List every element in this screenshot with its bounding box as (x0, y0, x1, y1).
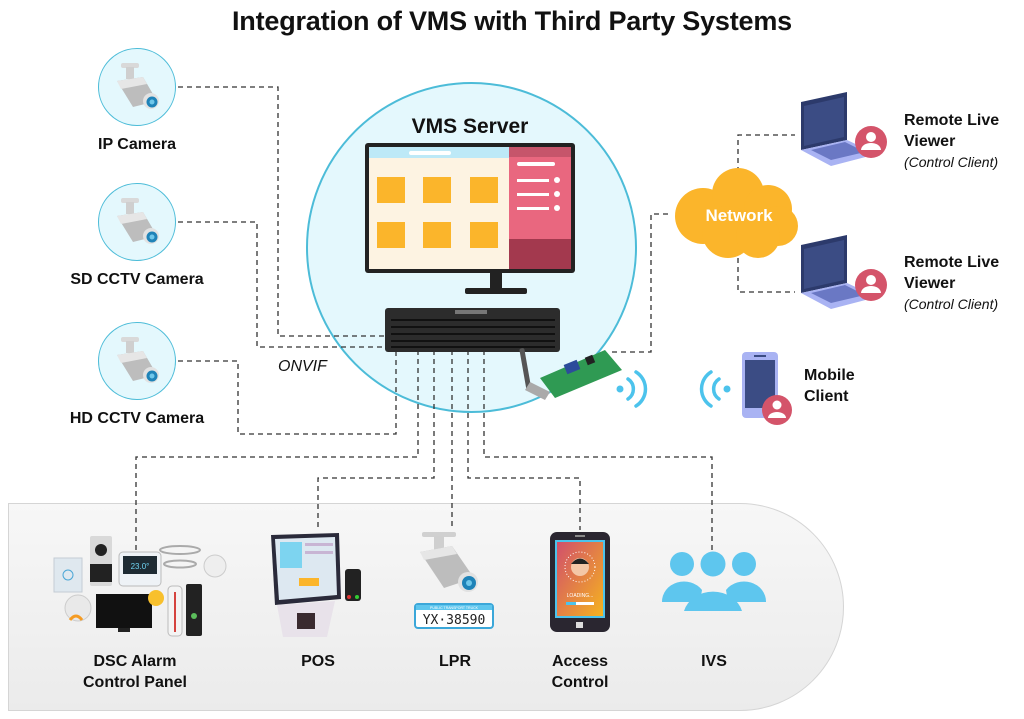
access-line1: Access (551, 653, 609, 670)
people-group-icon (661, 551, 767, 611)
mobile-client-line1: Mobile (804, 367, 855, 384)
line-sd-camera (178, 221, 390, 348)
monitor-icon (365, 143, 575, 294)
line-access (467, 350, 581, 530)
pos-label: POS (301, 653, 335, 670)
cctv-camera-icon (117, 63, 159, 109)
access-screen-text: LOADING... (567, 593, 594, 599)
hd-camera-label: HD CCTV Camera (69, 410, 205, 427)
client-1-line2: Viewer (904, 133, 956, 150)
smart-devices-icon: 23.0° (53, 536, 227, 637)
sd-camera-circle (98, 183, 176, 261)
lpr-camera-icon: PUBLIC TRANSPORT TRUCK YX·38590 (414, 532, 494, 629)
line-network-laptop2 (737, 240, 795, 293)
access-control-label: Access Control (530, 651, 630, 693)
mobile-client-line2: Client (804, 388, 849, 405)
thermostat-reading: 23.0° (131, 562, 150, 571)
line-ip-camera (178, 86, 390, 337)
dsc-line1: DSC Alarm (93, 653, 177, 670)
cctv-camera-icon (117, 337, 159, 383)
mobile-user-icon (742, 352, 792, 425)
client-2-sub: (Control Client) (904, 296, 999, 312)
face-recognition-phone-icon: LOADING... (550, 532, 610, 632)
cctv-camera-icon (117, 198, 159, 244)
client-2-label: Remote Live Viewer (Control Client) (904, 252, 1024, 315)
client-1-label: Remote Live Viewer (Control Client) (904, 110, 1024, 173)
nvr-box-icon (385, 308, 560, 352)
sd-camera-label: SD CCTV Camera (70, 271, 204, 288)
client-1-sub: (Control Client) (904, 154, 999, 170)
pos-kiosk-icon (271, 533, 361, 637)
dsc-label: DSC Alarm Control Panel (60, 651, 210, 693)
laptop-user-icon (801, 92, 887, 166)
vms-server-label: VMS Server (411, 115, 529, 138)
cloud-icon (675, 168, 798, 258)
hd-camera-circle (98, 322, 176, 400)
dsc-line2: Control Panel (82, 674, 187, 691)
client-2-line1: Remote Live (904, 254, 1000, 271)
client-1-line1: Remote Live (904, 112, 1000, 129)
network-label: Network (705, 206, 773, 225)
ip-camera-label: IP Camera (98, 136, 176, 153)
onvif-label: ONVIF (278, 358, 327, 375)
wireless-network-card-icon (519, 348, 622, 400)
diagram-title: Integration of VMS with Third Party Syst… (232, 6, 792, 36)
ip-camera-circle (98, 48, 176, 126)
mobile-client-label: Mobile Client (804, 365, 904, 407)
plate-header: PUBLIC TRANSPORT TRUCK (430, 606, 479, 610)
client-2-line2: Viewer (904, 275, 956, 292)
wifi-signal-icon (616, 370, 648, 408)
line-nic-network (612, 213, 672, 353)
line-ivs (483, 350, 713, 550)
lpr-label: LPR (439, 653, 471, 670)
line-dsc (135, 350, 419, 555)
laptop-user-icon (801, 235, 887, 309)
wifi-signal-icon (699, 370, 731, 408)
line-hd-camera (178, 345, 397, 435)
ivs-label: IVS (701, 653, 727, 670)
plate-number: YX·38590 (423, 613, 486, 628)
line-pos (317, 350, 435, 528)
access-line2: Control (551, 674, 609, 691)
